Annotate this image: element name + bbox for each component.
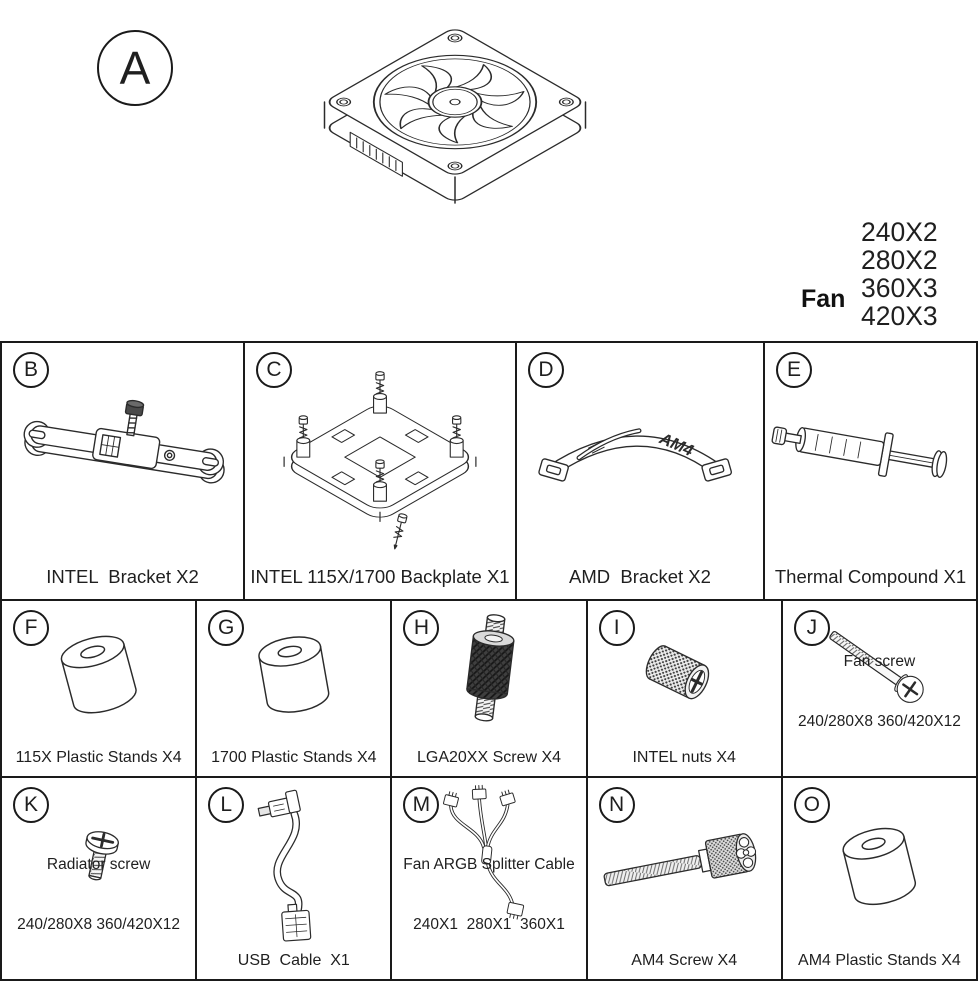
part-caption-j: Fan screw 240/280X8 360/420X12 — [783, 612, 976, 772]
part-cell-k: K — [2, 778, 198, 979]
fan-qty-240: 240X2 — [861, 217, 938, 247]
part-label-badge-j: J — [793, 610, 830, 646]
part-label-badge-c: C — [256, 352, 292, 388]
part-cell-n: N — [587, 778, 783, 979]
fan-section: A — [0, 0, 978, 341]
plastic-stand-icon — [783, 782, 976, 949]
part-cell-j: J — [782, 601, 977, 776]
plastic-stand-icon — [197, 605, 390, 746]
parts-grid: B — [0, 341, 978, 981]
part-label-badge-n: N — [598, 787, 635, 823]
part-caption-o: AM4 Plastic Stands X4 — [798, 952, 961, 969]
part-cell-m: M — [392, 778, 588, 979]
fan-label: Fan — [801, 285, 846, 313]
amd-bracket-icon: AM4 — [517, 347, 763, 559]
caption-line-2: 240/280X8 360/420X12 — [797, 713, 961, 730]
caption-line-2: 240/280X8 360/420X12 — [17, 916, 181, 933]
part-caption-l: USB Cable X1 — [237, 952, 350, 969]
part-label-badge-g: G — [208, 610, 245, 646]
part-cell-e: E — [765, 343, 976, 599]
part-caption-m: Fan ARGB Splitter Cable 240X1 280X1 360X… — [392, 815, 585, 975]
part-cell-i: I — [587, 601, 783, 776]
part-label-badge-d: D — [528, 352, 564, 388]
standoff-screw-icon — [392, 605, 585, 746]
pc-fan-isometric-icon — [255, 5, 655, 315]
part-label-badge-m: M — [403, 787, 440, 823]
part-caption-i: INTEL nuts X4 — [632, 749, 736, 766]
argb-splitter-cable-icon — [392, 782, 585, 933]
caption-line-2: 240X1 280X1 360X1 — [413, 916, 565, 933]
part-cell-o: O AM4 Plastic Stands X4 — [782, 778, 977, 979]
part-caption-e: Thermal Compound X1 — [774, 566, 967, 587]
fan-screw-icon — [783, 605, 976, 730]
parts-row-2: F 115X Plastic Stands X4 G — [2, 601, 977, 778]
part-cell-b: B — [2, 343, 245, 599]
intel-bracket-icon — [2, 347, 243, 559]
parts-row-1: B — [2, 343, 976, 601]
part-caption-b: INTEL Bracket X2 — [46, 566, 199, 587]
am4-thumbscrew-icon — [588, 782, 781, 949]
part-cell-c: C — [245, 343, 517, 599]
caption-line-1: Fan screw — [843, 653, 916, 670]
part-caption-h: LGA20XX Screw X4 — [416, 749, 562, 766]
part-label-badge-h: H — [403, 610, 440, 646]
fan-qty-360: 360X3 — [861, 273, 938, 303]
part-caption-d: AMD Bracket X2 — [569, 566, 711, 587]
plastic-stand-icon — [2, 605, 195, 746]
part-caption-n: AM4 Screw X4 — [631, 952, 738, 969]
svg-text:AM4: AM4 — [656, 429, 696, 460]
part-label-badge-k: K — [13, 787, 49, 823]
part-label-badge-l: L — [208, 787, 245, 823]
radiator-screw-icon — [2, 782, 195, 933]
part-label-badge-e: E — [776, 352, 812, 388]
caption-line-1: Radiator screw — [46, 856, 151, 873]
fan-qty-420: 420X3 — [861, 301, 938, 331]
part-caption-k: Radiator screw 240/280X8 360/420X12 — [2, 815, 195, 975]
part-cell-d: D — [517, 343, 765, 599]
part-cell-f: F 115X Plastic Stands X4 — [2, 601, 198, 776]
part-label-badge-a: A — [97, 30, 173, 106]
part-caption-c: INTEL 115X/1700 Backplate X1 — [250, 566, 510, 587]
part-cell-h: H — [392, 601, 588, 776]
thermal-compound-icon — [765, 347, 976, 559]
fan-quantity-list: 240X2 280X2 360X3 420X3 — [861, 218, 938, 330]
parts-row-3: K — [2, 778, 977, 979]
caption-line-1: Fan ARGB Splitter Cable — [403, 856, 575, 873]
part-label-badge-b: B — [13, 352, 49, 388]
part-caption-f: 115X Plastic Stands X4 — [15, 749, 182, 766]
part-cell-l: L — [197, 778, 393, 979]
part-label-badge-i: I — [598, 610, 635, 646]
part-label-badge-f: F — [13, 610, 49, 646]
usb-cable-icon — [197, 782, 390, 949]
part-cell-g: G 1700 Plastic Stands X4 — [197, 601, 393, 776]
part-label-badge-o: O — [793, 787, 830, 823]
intel-backplate-icon — [245, 347, 515, 559]
knurled-nut-icon — [588, 605, 781, 746]
fan-qty-280: 280X2 — [861, 245, 938, 275]
part-caption-g: 1700 Plastic Stands X4 — [211, 749, 377, 766]
